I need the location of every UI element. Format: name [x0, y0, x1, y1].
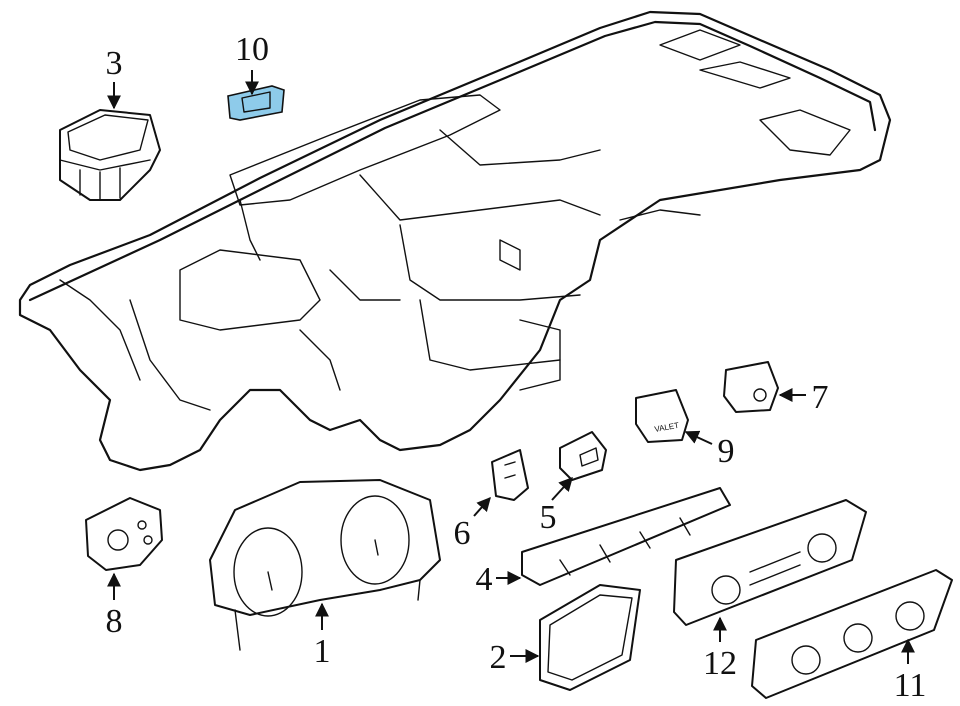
part-7-switch	[723, 361, 779, 413]
leader-lines	[107, 70, 915, 664]
leader-6	[473, 496, 491, 517]
callout-1: 1	[314, 633, 331, 670]
callout-3: 3	[106, 45, 123, 82]
part-1-cluster	[209, 479, 441, 651]
part-6-bracket	[491, 449, 529, 501]
leader-9	[684, 430, 713, 445]
part-5-switch	[559, 431, 607, 481]
valet-label: VALET	[654, 421, 680, 434]
part-9-valet-switch: VALET	[635, 389, 689, 443]
part-11-climate-control	[751, 569, 953, 699]
callout-labels: 3 10 1 2 4 5 6 7 8 9 11 12	[106, 31, 927, 704]
instrument-panel	[18, 10, 892, 472]
part-10-module	[227, 85, 285, 121]
callout-5: 5	[540, 499, 557, 536]
part-8-light-switch	[85, 497, 163, 571]
callout-12: 12	[703, 645, 737, 682]
callout-6: 6	[454, 515, 471, 552]
callout-7: 7	[812, 379, 829, 416]
leader-5	[551, 476, 573, 501]
part-4-switch-strip	[521, 487, 731, 586]
part-2-screen	[539, 584, 641, 691]
callout-2: 2	[490, 639, 507, 676]
callout-9: 9	[718, 433, 735, 470]
callout-10: 10	[235, 31, 269, 68]
callout-8: 8	[106, 603, 123, 640]
part-3-display	[59, 109, 161, 201]
callout-4: 4	[476, 561, 493, 598]
part-12-climate-control	[673, 499, 867, 626]
callout-11: 11	[894, 667, 927, 704]
